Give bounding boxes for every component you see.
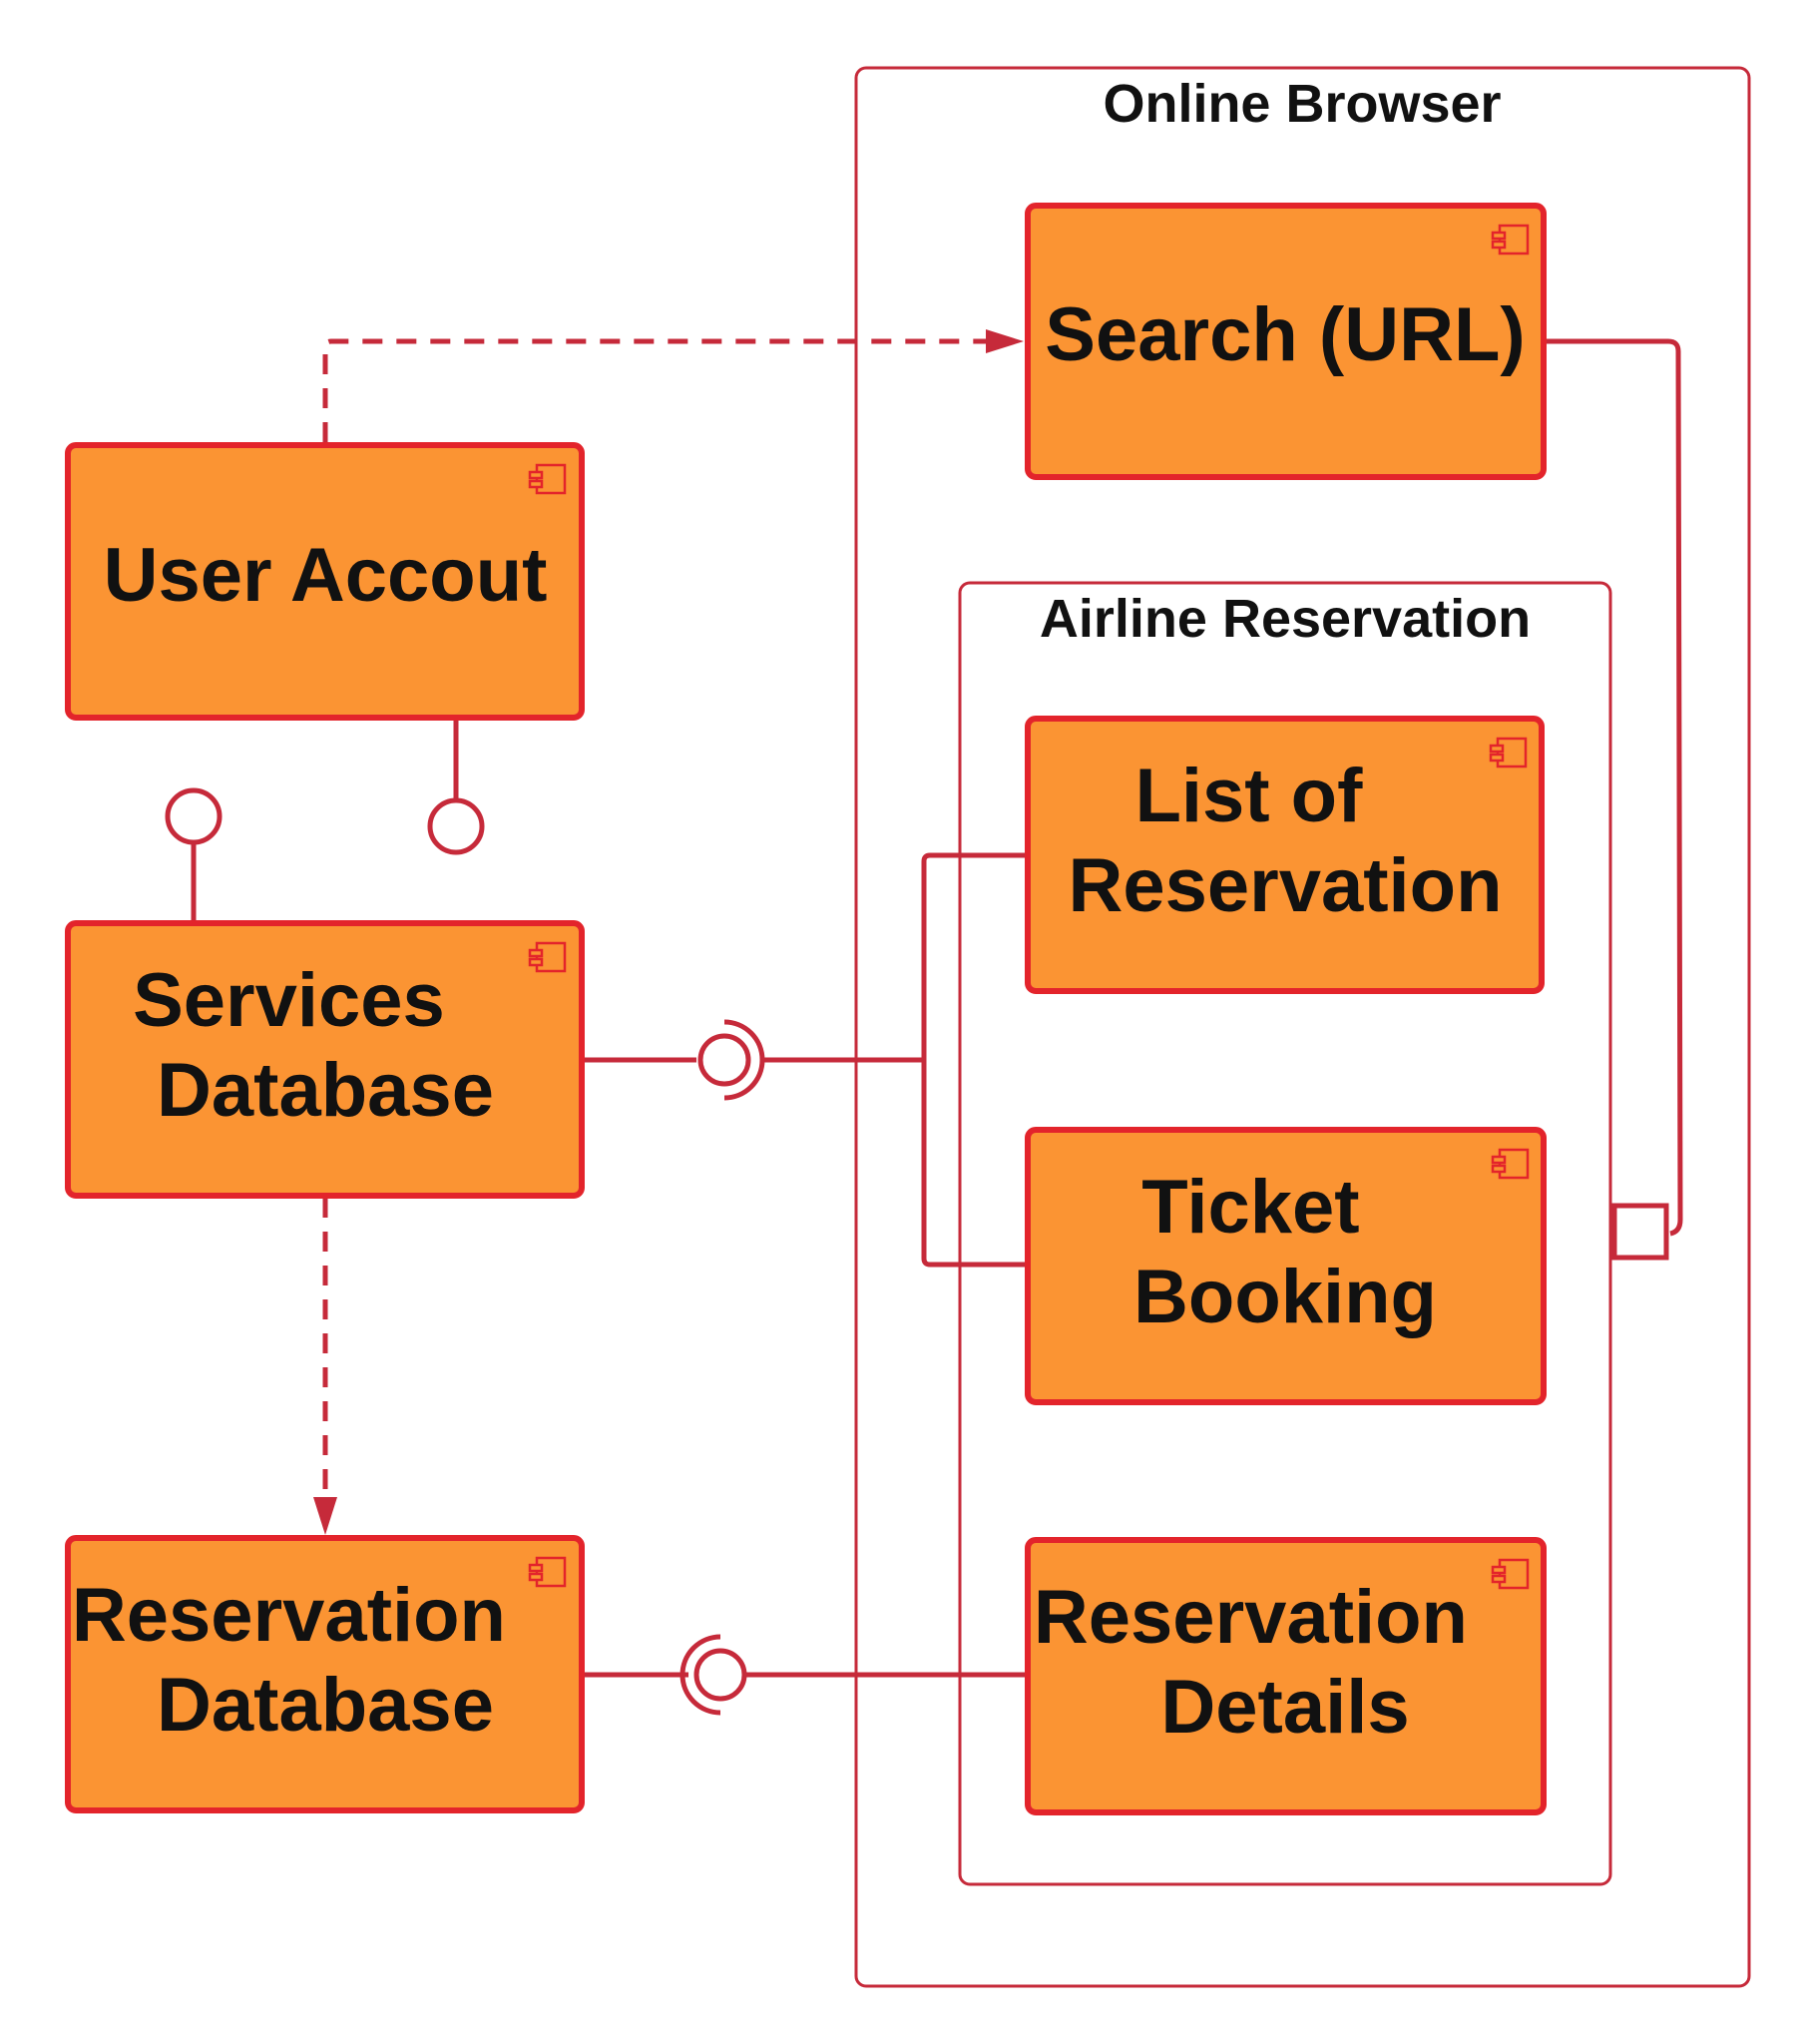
frame-airline-reservation-title: Airline Reservation <box>1040 589 1531 649</box>
component-label-line: Database <box>157 1663 494 1748</box>
component-reservation-details-label: Reservation Details <box>1034 1575 1489 1750</box>
component-label-line: User Accout <box>104 533 548 618</box>
lollipop-icon <box>427 797 485 855</box>
arrowhead-icon <box>986 329 1024 353</box>
socket-icon <box>679 1634 721 1716</box>
component-icon <box>1489 737 1528 768</box>
component-label-line: List of <box>1134 754 1363 838</box>
component-search-url[interactable]: Search (URL) <box>1025 203 1547 480</box>
component-search-url-label: Search (URL) <box>1045 292 1525 377</box>
lollipop-icon <box>165 787 223 845</box>
component-label-line: Reservation <box>1068 843 1502 928</box>
lollipop-icon <box>693 1648 747 1702</box>
component-reservation-database-label: Reservation Database <box>72 1573 527 1748</box>
frame-port <box>1611 1203 1669 1261</box>
component-icon <box>528 1556 567 1588</box>
provided-interface-services-database-top <box>165 787 223 920</box>
component-label-line: Ticket <box>1141 1165 1359 1250</box>
component-reservation-details[interactable]: Reservation Details <box>1025 1537 1547 1815</box>
component-label-line: Reservation <box>1034 1575 1468 1660</box>
component-label-line: Details <box>1160 1665 1409 1750</box>
component-reservation-database[interactable]: Reservation Database <box>65 1535 585 1813</box>
component-list-of-reservation[interactable]: List of Reservation <box>1025 716 1545 994</box>
component-ticket-booking-label: Ticket Booking <box>1133 1165 1437 1339</box>
component-icon <box>528 941 567 973</box>
component-label-line: Booking <box>1133 1255 1437 1339</box>
arrowhead-icon <box>313 1497 337 1535</box>
component-label-line: Database <box>157 1048 494 1133</box>
frame-online-browser: Online Browser <box>854 66 1751 1988</box>
component-services-database[interactable]: Services Database <box>65 920 585 1199</box>
lollipop-icon <box>697 1033 751 1087</box>
component-label-line: Search (URL) <box>1045 292 1525 377</box>
connector-search-to-port <box>1547 338 1683 1261</box>
component-ticket-booking[interactable]: Ticket Booking <box>1025 1127 1547 1405</box>
component-icon <box>1491 224 1530 256</box>
component-user-account-label: User Accout <box>104 533 548 618</box>
dependency-user-account-to-search <box>322 329 1024 442</box>
component-icon <box>1491 1148 1530 1180</box>
component-list-of-reservation-label: List of Reservation <box>1068 754 1502 928</box>
provided-interface-user-account <box>427 719 485 855</box>
component-icon <box>528 463 567 495</box>
component-label-line: Services <box>133 958 445 1043</box>
assembly-reservation-database-to-details <box>583 1634 1028 1716</box>
dependency-services-to-reservation-database <box>313 1198 337 1535</box>
component-icon <box>1491 1558 1530 1590</box>
assembly-services-to-reservation-components <box>583 852 1028 1268</box>
frame-online-browser-title: Online Browser <box>1103 74 1501 134</box>
component-services-database-label: Services Database <box>133 958 494 1133</box>
component-user-account[interactable]: User Accout <box>65 442 585 721</box>
component-label-line: Reservation <box>72 1573 506 1658</box>
frame-airline-reservation: Airline Reservation <box>958 581 1612 1886</box>
